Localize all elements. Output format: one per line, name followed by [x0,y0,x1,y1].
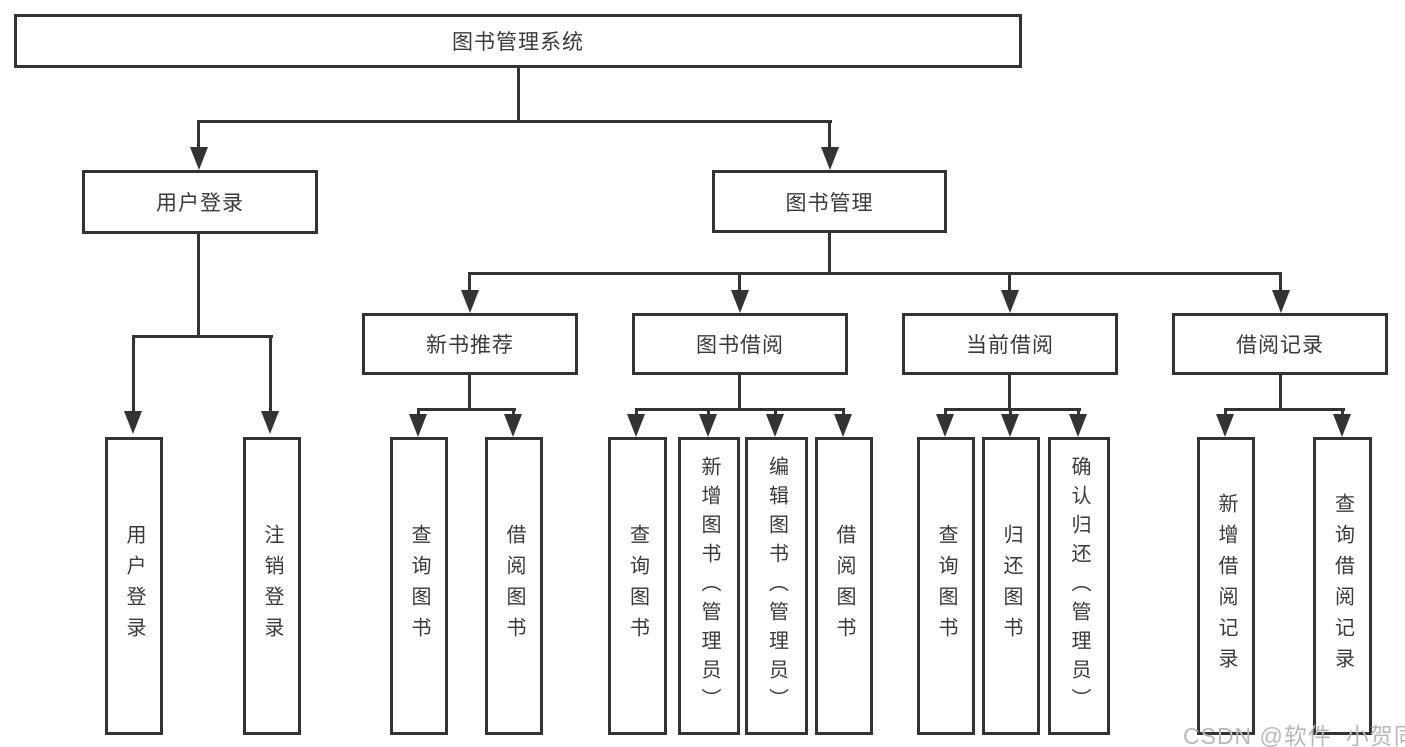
connector-user-login-branch [132,335,273,338]
connector-drop-cb-confirm [1077,408,1080,416]
node-leaf-nbr-query-books-label: 查询图书 [408,524,430,648]
node-leaf-br-add-record: 新增借阅记录 [1197,437,1255,735]
node-leaf-logout: 注销登录 [243,437,301,735]
node-leaf-bb-add-books-admin: 新增图书（管理员） [678,437,740,735]
node-leaf-bb-add-books-admin-label: 新增图书（管理员） [698,455,720,717]
connector-drop-current-borrowing [1008,272,1011,294]
node-leaf-cb-confirm-return-admin-label: 确认归还（管理员） [1068,455,1090,717]
arrowhead-cb-confirm [1069,414,1087,437]
node-current-borrowing: 当前借阅 [902,313,1118,375]
arrowhead-book-management [821,147,839,170]
arrowhead-bb-add [699,414,717,437]
connector-drop-nbr-query [417,408,420,416]
arrowhead-leaf-logout [261,411,279,434]
arrowhead-br-query [1333,414,1351,437]
connector-drop-bb-borrow [842,408,845,416]
connector-borrowing-records-stem [1279,375,1282,411]
node-borrowing-records: 借阅记录 [1172,313,1388,375]
connector-drop-leaf-logout [269,335,272,415]
connector-book-borrowing-branch [635,408,845,411]
connector-book-management-branch [468,272,1282,275]
arrowhead-bb-borrow [834,414,852,437]
connector-drop-bb-query [635,408,638,416]
node-leaf-br-add-record-label: 新增借阅记录 [1215,493,1237,679]
connector-user-login-stem [197,234,200,338]
node-book-borrowing-label: 图书借阅 [696,334,784,357]
node-leaf-cb-confirm-return-admin: 确认归还（管理员） [1048,437,1110,735]
connector-drop-book-borrowing [738,272,741,294]
arrowhead-bb-query [627,414,645,437]
node-leaf-bb-edit-books-admin-label: 编辑图书（管理员） [765,455,788,717]
connector-borrowing-records-branch [1224,408,1345,411]
node-book-management: 图书管理 [712,170,947,233]
arrowhead-new-book-recommend [461,290,479,313]
node-leaf-logout-label: 注销登录 [261,524,283,648]
node-leaf-nbr-borrow-books-label: 借阅图书 [503,524,525,648]
node-user-login: 用户登录 [82,170,318,234]
arrowhead-cb-query [936,414,954,437]
arrowhead-nbr-borrow [504,414,522,437]
connector-book-management-stem [828,233,831,275]
node-root-label: 图书管理系统 [452,31,584,54]
connector-current-borrowing-branch [944,408,1081,411]
connector-book-borrowing-stem [738,375,741,411]
node-leaf-nbr-query-books: 查询图书 [390,437,448,735]
connector-drop-user-login [197,120,200,150]
connector-drop-br-add [1224,408,1227,416]
connector-root-stem [517,68,520,123]
node-leaf-nbr-borrow-books: 借阅图书 [485,437,543,735]
connector-drop-nbr-borrow [512,408,515,416]
node-leaf-br-query-record: 查询借阅记录 [1313,437,1372,735]
arrowhead-cb-return [1001,414,1019,437]
node-leaf-bb-borrow-books-label: 借阅图书 [833,524,855,648]
arrowhead-current-borrowing [1001,290,1019,313]
watermark: CSDN @软件_小贺同学 [1183,723,1405,747]
node-new-book-recommend: 新书推荐 [362,313,578,375]
node-leaf-bb-query-books: 查询图书 [608,437,667,735]
arrowhead-borrowing-records [1272,290,1290,313]
node-book-borrowing: 图书借阅 [632,313,848,375]
node-leaf-user-login-label: 用户登录 [123,524,145,648]
arrowhead-br-add [1216,414,1234,437]
node-leaf-cb-query-books: 查询图书 [917,437,975,735]
node-leaf-cb-query-books-label: 查询图书 [935,524,957,648]
node-leaf-bb-edit-books-admin: 编辑图书（管理员） [745,437,808,735]
connector-current-borrowing-stem [1008,375,1011,411]
arrowhead-user-login [190,147,208,170]
connector-drop-br-query [1341,408,1344,416]
connector-drop-cb-return [1009,408,1012,416]
arrowhead-bb-edit [766,414,784,437]
node-book-management-label: 图书管理 [785,191,874,215]
arrowhead-book-borrowing [731,290,749,313]
connector-root-branch [197,120,832,123]
connector-new-book-recommend-stem [468,375,471,411]
arrowhead-nbr-query [409,414,427,437]
connector-drop-new-book-recommend [468,272,471,294]
node-borrowing-records-label: 借阅记录 [1236,334,1324,357]
node-leaf-user-login: 用户登录 [105,437,163,735]
connector-drop-cb-query [944,408,947,416]
connector-drop-book-management [828,120,831,150]
node-leaf-bb-borrow-books: 借阅图书 [815,437,873,735]
node-user-login-label: 用户登录 [156,192,244,215]
node-root: 图书管理系统 [14,14,1022,68]
node-leaf-bb-query-books-label: 查询图书 [626,524,649,648]
arrowhead-leaf-user-login [124,411,142,434]
connector-new-book-recommend-branch [417,408,516,411]
node-current-borrowing-label: 当前借阅 [966,334,1054,357]
connector-drop-borrowing-records [1279,272,1282,294]
node-leaf-br-query-record-label: 查询借阅记录 [1331,493,1354,679]
connector-drop-bb-add [707,408,710,416]
connector-drop-bb-edit [774,408,777,416]
node-leaf-cb-return-books-label: 归还图书 [1000,524,1022,648]
node-leaf-cb-return-books: 归还图书 [982,437,1040,735]
node-new-book-recommend-label: 新书推荐 [426,334,514,357]
connector-drop-leaf-user-login [132,335,135,415]
